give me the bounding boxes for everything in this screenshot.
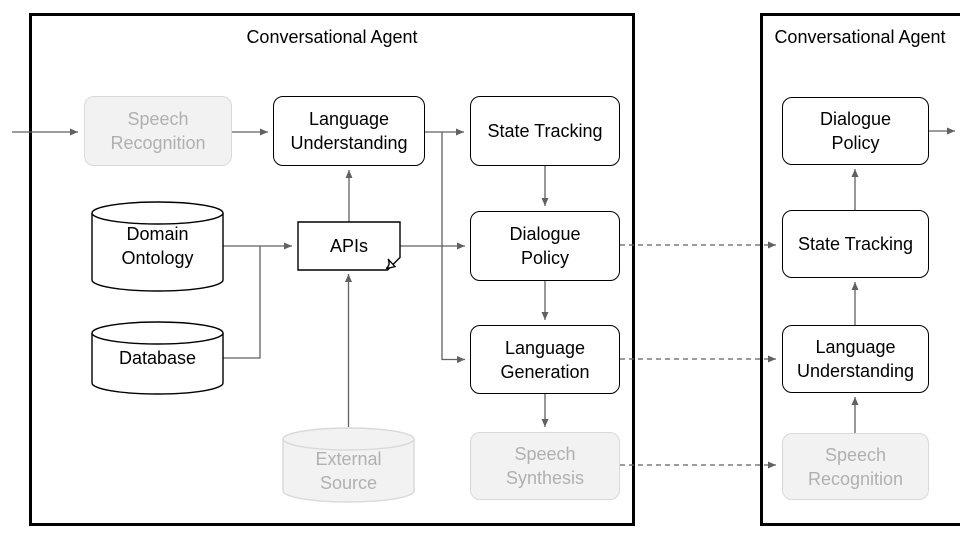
- connector-language-understanding-to-language-generation: [441, 132, 465, 363]
- node-speech-synthesis-left: Speech Synthesis: [470, 432, 620, 500]
- database-label: Database: [118, 348, 197, 368]
- domain-ontology-label: Domain Ontology: [121, 224, 194, 268]
- node-label: State Tracking: [487, 121, 603, 141]
- right-agent-title: Conversational Agent: [774, 27, 946, 47]
- node-dialogue-policy-right: Dialogue Policy: [782, 97, 929, 165]
- node-label: Dialogue Policy: [509, 224, 581, 268]
- node-dialogue-policy-left: Dialogue Policy: [470, 211, 620, 281]
- node-speech-recognition-left: Speech Recognition: [84, 96, 232, 166]
- node-label: Language Understanding: [796, 337, 915, 381]
- external-source-label: External Source: [315, 449, 382, 493]
- node-label: Speech Recognition: [807, 444, 904, 489]
- node-speech-recognition-right: Speech Recognition: [782, 433, 929, 500]
- apis-label: APIs: [329, 236, 368, 256]
- domain-ontology-cylinder: [91, 201, 224, 292]
- right-agent-container: [760, 13, 960, 526]
- node-label: Speech Recognition: [110, 109, 206, 153]
- node-label: State Tracking: [797, 234, 914, 254]
- database-cylinder: [91, 321, 224, 395]
- connector-database-junction: [223, 246, 261, 359]
- node-label: Speech Synthesis: [505, 444, 585, 488]
- apis-note-shape: [297, 221, 401, 271]
- node-state-tracking-right: State Tracking: [782, 210, 929, 278]
- node-language-understanding-right: Language Understanding: [782, 325, 929, 393]
- node-label: Language Generation: [500, 337, 590, 382]
- node-language-understanding-left: Language Understanding: [273, 96, 425, 166]
- external-source-cylinder: [282, 427, 415, 503]
- left-agent-container: [29, 13, 635, 526]
- node-label: Dialogue Policy: [819, 109, 892, 153]
- node-label: Language Understanding: [290, 109, 408, 153]
- node-state-tracking-left: State Tracking: [470, 96, 620, 166]
- node-language-generation-left: Language Generation: [470, 325, 620, 394]
- left-agent-title: Conversational Agent: [246, 27, 418, 47]
